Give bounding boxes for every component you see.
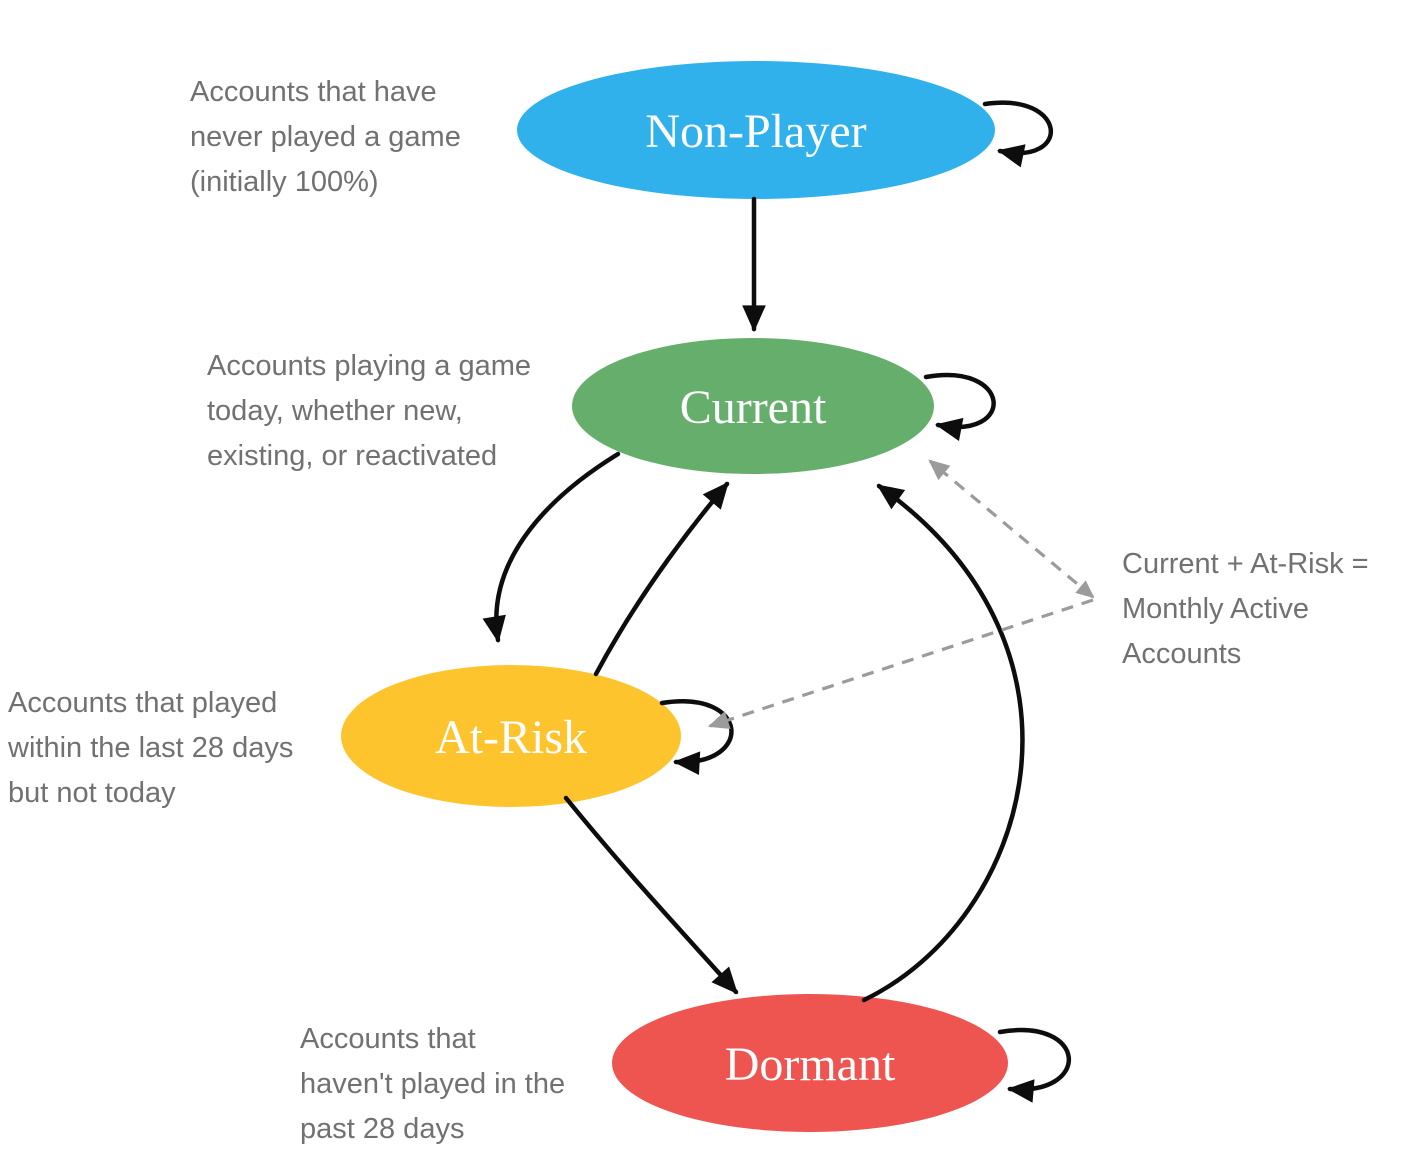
dormant-label: Dormant bbox=[725, 1038, 896, 1091]
annotation-monthly-active-note: Current + At-Risk = Monthly Active Accou… bbox=[1122, 548, 1369, 670]
at-risk-ellipse bbox=[341, 665, 681, 807]
note-pointer-to-atrisk bbox=[707, 598, 1094, 730]
edge-current-self-loop bbox=[923, 372, 996, 442]
edge-atrisk-self-loop bbox=[659, 699, 734, 775]
node-non-player: Non-Player bbox=[517, 61, 995, 199]
edge-nonplayer-self-loop bbox=[982, 100, 1053, 168]
annotation-at-risk: Accounts that played within the last 28 … bbox=[8, 687, 294, 809]
annotation-dormant: Accounts that haven't played in the past… bbox=[300, 1023, 566, 1145]
current-ellipse bbox=[572, 338, 934, 474]
edge-dormant-to-current bbox=[861, 483, 1025, 1003]
current-label: Current bbox=[680, 381, 827, 434]
non-player-label: Non-Player bbox=[645, 105, 866, 158]
annotation-current: Accounts playing a game today, whether n… bbox=[207, 350, 532, 472]
edge-atrisk-to-current bbox=[593, 481, 730, 677]
node-current: Current bbox=[572, 338, 934, 474]
node-at-risk: At-Risk bbox=[341, 665, 681, 807]
edge-current-to-atrisk bbox=[482, 451, 621, 643]
dormant-ellipse bbox=[612, 994, 1008, 1132]
edge-dormant-self-loop bbox=[997, 1027, 1071, 1103]
note-pointer-to-current bbox=[928, 459, 1095, 599]
non-player-ellipse bbox=[517, 61, 995, 199]
annotation-non-player: Accounts that have never played a game (… bbox=[190, 76, 461, 198]
node-dormant: Dormant bbox=[612, 994, 1008, 1132]
at-risk-label: At-Risk bbox=[435, 711, 587, 764]
edge-atrisk-to-dormant bbox=[563, 795, 739, 995]
